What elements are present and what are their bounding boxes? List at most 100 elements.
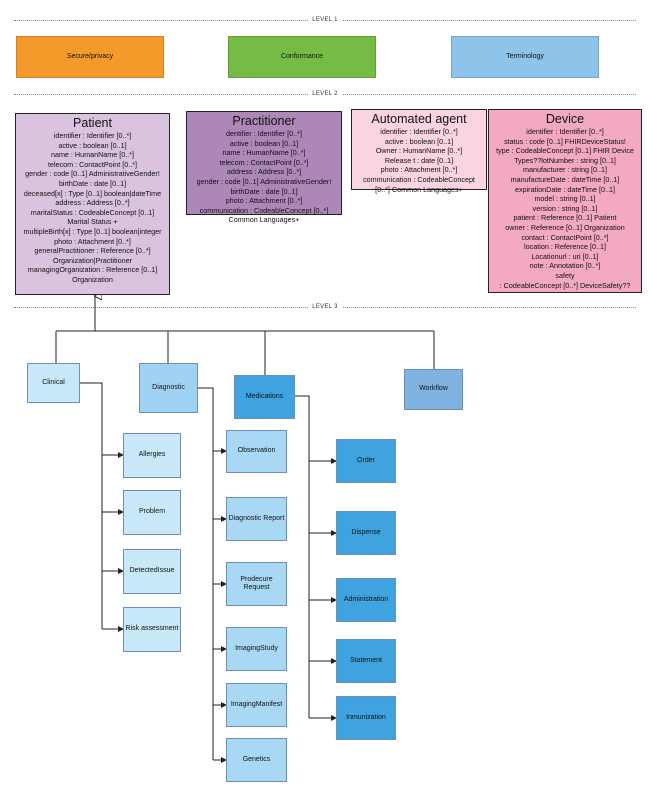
secure-privacy-label: Secure/privacy bbox=[66, 52, 114, 60]
device-attribute-line: status : code [0..1] FHIRDeviceStatus! bbox=[504, 136, 626, 146]
clinical-box: Clinical bbox=[27, 363, 80, 403]
patient-attribute-line: deceased[x] : Type [0..1] boolean|dateTi… bbox=[23, 188, 162, 198]
device-attribute-line: safety bbox=[555, 270, 575, 280]
patient-attributes: identifier : Identifier [0..*]active : b… bbox=[16, 131, 169, 285]
level-3-label: LEVEL 3 bbox=[308, 302, 342, 312]
diagnostic-box: Diagnostic bbox=[139, 363, 198, 413]
genetics-label: Genetics bbox=[242, 755, 271, 763]
device-attribute-line: manufactureDate : dateTime [0..1] bbox=[510, 174, 620, 184]
conformance-box: Conformance bbox=[228, 36, 376, 78]
conformance-label: Conformance bbox=[280, 52, 324, 60]
practitioner-title: Practitioner bbox=[232, 114, 296, 128]
patient-attribute-line: photo : Attachment [0..*] bbox=[54, 236, 131, 246]
practitioner-attribute-line: photo : Attachment [0..*] bbox=[225, 196, 303, 206]
genetics-box: Genetics bbox=[226, 738, 287, 782]
practitioner-attribute-line: active : boolean [0..1] bbox=[229, 138, 299, 148]
patient-attribute-line: gender : code [0..1] AdministrativeGende… bbox=[25, 169, 160, 179]
detected-issue-box: DetectedIssue bbox=[123, 549, 181, 594]
patient-attribute-line: Organization bbox=[72, 274, 113, 284]
terminology-box: Terminology bbox=[451, 36, 599, 78]
patient-attribute-line: Marital Status + bbox=[67, 217, 118, 227]
workflow-box: Workflow bbox=[404, 369, 463, 410]
device-attribute-line: version : string [0..1] bbox=[532, 203, 598, 213]
patient-attribute-line: Organization|Practitioner bbox=[53, 255, 132, 265]
patient-attribute-line: telecom : ContactPoint [0..*] bbox=[47, 159, 138, 169]
observation-box: Observation bbox=[226, 430, 287, 473]
automated-agent-attribute-line: active : boolean [0..1] bbox=[384, 136, 454, 146]
diagnostic-label: Diagnostic bbox=[152, 383, 185, 391]
practitioner-attribute-line: name : HumanName [0..*] bbox=[222, 148, 306, 158]
practitioner-attribute-line: gender : code [0..1] AdministrativeGende… bbox=[196, 176, 332, 186]
problem-label: Problem bbox=[138, 508, 166, 516]
administration-label: Administration bbox=[343, 595, 389, 603]
level-3-separator: LEVEL 3 bbox=[14, 302, 636, 312]
automated-agent-attribute-line: Owner : HumanName [0..*] bbox=[375, 146, 463, 156]
device-class-box: Device identifier : Identifier [0..*]sta… bbox=[488, 109, 642, 293]
device-attribute-line: note : Annotation [0..*] bbox=[529, 261, 601, 271]
device-attribute-line: patient : Reference [0..1] Patient bbox=[513, 213, 617, 223]
automated-agent-attribute-line: identifier : Identifier [0..*] bbox=[380, 127, 458, 136]
detected-issue-label: DetectedIssue bbox=[129, 567, 175, 575]
workflow-label: Workflow bbox=[419, 385, 448, 393]
practitioner-attribute-line: birthDate : date [0..1] bbox=[230, 186, 298, 196]
procedure-request-label: Prodecure Request bbox=[240, 575, 273, 591]
medications-box: Medications bbox=[234, 375, 295, 419]
allergies-box: Allergies bbox=[123, 433, 181, 478]
patient-title: Patient bbox=[73, 116, 112, 130]
practitioner-attribute-line: telecom : ContactPoint [0..*] bbox=[219, 157, 309, 167]
problem-box: Problem bbox=[123, 490, 181, 535]
automated-agent-class-box: Automated agent identifier : Identifier … bbox=[351, 109, 487, 194]
level-1-separator: LEVEL 1 bbox=[14, 15, 636, 25]
inmunization-label: Inmunization bbox=[346, 713, 386, 721]
device-attribute-line: contact : ContactPoint [0..*] bbox=[521, 232, 609, 242]
practitioner-attribute-line: Common Languages+ bbox=[228, 215, 300, 225]
device-attribute-line: owner : Reference [0..1] Organization bbox=[505, 222, 625, 232]
device-attributes: identifier : Identifier [0..*]status : c… bbox=[489, 127, 641, 290]
dispense-label: Dispense bbox=[351, 528, 381, 536]
automated-agent-attribute-line: Release t : date [0..1] bbox=[384, 155, 454, 165]
patient-attribute-line: address : Address [0..*] bbox=[55, 198, 130, 208]
automated-agent-attribute-line: [0..*] Common Languages+ bbox=[375, 184, 463, 194]
device-attribute-line: manufacturer : string [0..1] bbox=[523, 165, 607, 175]
automated-agent-title: Automated agent bbox=[371, 112, 467, 126]
patient-attribute-line: identifier : Identifier [0..*] bbox=[53, 131, 132, 140]
allergies-label: Allergies bbox=[138, 451, 166, 459]
level-1-label: LEVEL 1 bbox=[308, 15, 342, 25]
device-attribute-line: : CodeableConcept [0..*] DeviceSafety?? bbox=[499, 280, 631, 290]
patient-attribute-line: generalPractitioner : Reference [0..*] bbox=[34, 246, 151, 256]
dispense-box: Dispense bbox=[336, 511, 396, 555]
secure-privacy-box: Secure/privacy bbox=[16, 36, 164, 78]
device-attribute-line: Types??lotNumber : string [0..1] bbox=[514, 155, 616, 165]
procedure-request-box: Prodecure Request bbox=[226, 562, 287, 606]
device-attribute-line: identifier : Identifier [0..*] bbox=[526, 127, 604, 136]
risk-assessment-label: Risk assessment bbox=[125, 625, 179, 633]
administration-box: Administration bbox=[336, 578, 396, 622]
device-title: Device bbox=[545, 112, 585, 126]
patient-attribute-line: managingOrganization : Reference [0..1] bbox=[27, 265, 158, 275]
terminology-label: Terminology bbox=[506, 52, 544, 60]
patient-attribute-line: maritalStatus : CodeableConcept [0..1] bbox=[30, 207, 155, 217]
imaging-study-label: ImagingStudy bbox=[235, 644, 278, 652]
practitioner-attributes: dentifier : Identifier [0..*]active : bo… bbox=[187, 129, 341, 225]
patient-attribute-line: name : HumanName [0..*] bbox=[50, 150, 135, 160]
automated-agent-attributes: identifier : Identifier [0..*]active : b… bbox=[352, 127, 486, 194]
statement-label: Statement bbox=[350, 656, 382, 664]
automated-agent-attribute-line: photo : Attachment [0..*] bbox=[380, 165, 458, 175]
observation-label: Observation bbox=[237, 447, 276, 455]
diagnostic-report-box: Diagnostic Report bbox=[226, 497, 287, 541]
diagnostic-report-label: Diagnostic Report bbox=[228, 514, 285, 522]
medications-label: Medications bbox=[245, 392, 284, 400]
imaging-study-box: ImagingStudy bbox=[226, 627, 287, 671]
order-label: Order bbox=[357, 456, 375, 464]
device-attribute-line: type : CodeableConcept [0..1] FHIR Devic… bbox=[496, 146, 634, 156]
inmunization-box: Inmunization bbox=[336, 696, 396, 740]
practitioner-attribute-line: dentifier : Identifier [0..*] bbox=[226, 129, 302, 138]
patient-attribute-line: active : boolean [0..1] bbox=[58, 140, 127, 150]
practitioner-attribute-line: communication : CodeableConcept [0..*] bbox=[199, 205, 329, 215]
clinical-label: Clinical bbox=[42, 378, 65, 386]
imaging-manifest-label: ImagingManifest bbox=[230, 700, 283, 708]
practitioner-attribute-line: address : Address [0..*] bbox=[226, 167, 302, 177]
automated-agent-attribute-line: communication : CodeableConcept bbox=[363, 174, 475, 184]
patient-class-box: Patient identifier : Identifier [0..*]ac… bbox=[15, 113, 170, 295]
